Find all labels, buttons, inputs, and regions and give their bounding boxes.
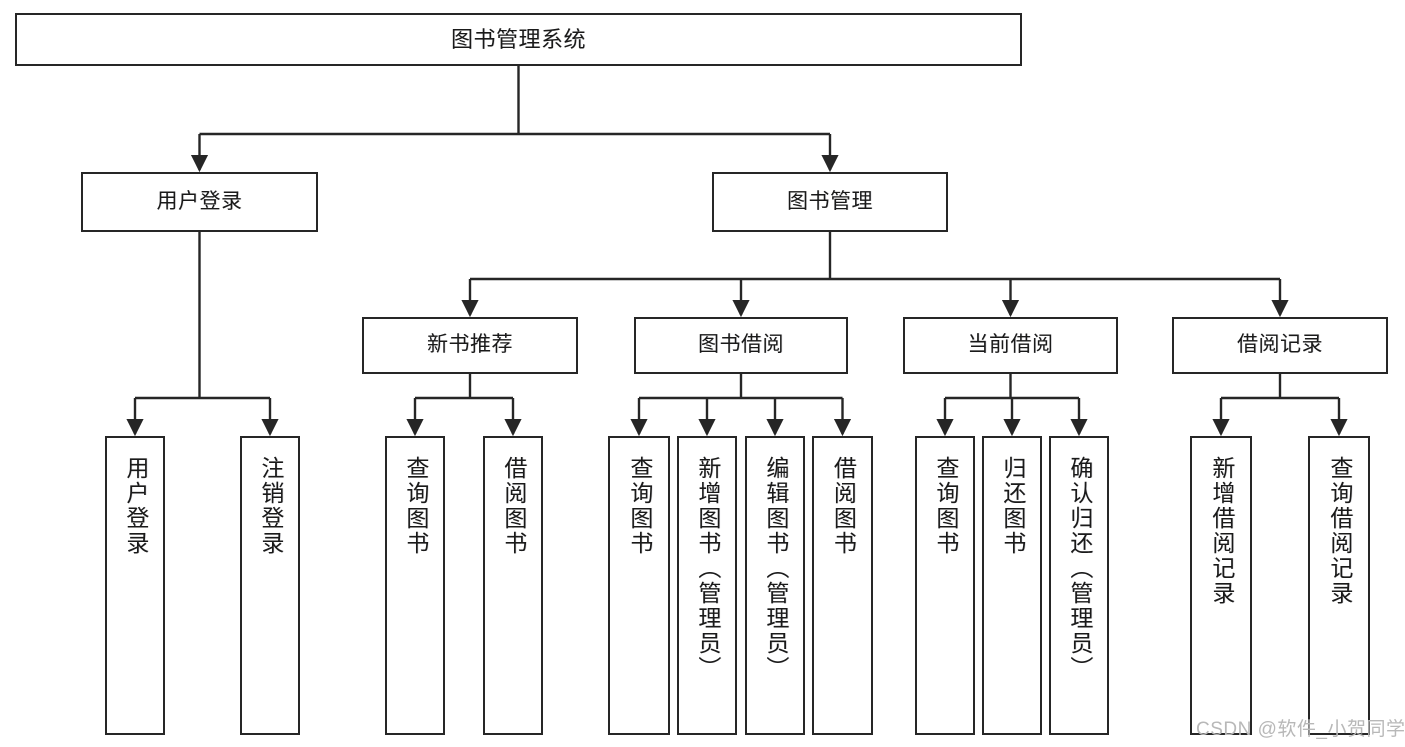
node-borrow-record[interactable]: 借阅记录 xyxy=(1172,317,1388,374)
watermark-text: CSDN @软件_小贺同学 xyxy=(1196,719,1405,740)
node-label: 查询借阅记录 xyxy=(1326,456,1353,606)
node-leaf-13[interactable]: 查询借阅记录 xyxy=(1308,436,1370,735)
node-label: 借阅图书 xyxy=(500,456,527,556)
node-label: 查询图书 xyxy=(932,456,959,556)
node-new-book-rec[interactable]: 新书推荐 xyxy=(362,317,578,374)
node-label: 归还图书 xyxy=(999,456,1026,556)
node-label: 图书借阅 xyxy=(698,333,784,357)
node-label: 编辑图书（管理员） xyxy=(762,456,789,681)
node-book-manage[interactable]: 图书管理 xyxy=(712,172,948,232)
node-leaf-1[interactable]: 用户登录 xyxy=(105,436,165,735)
node-leaf-3[interactable]: 查询图书 xyxy=(385,436,445,735)
node-label: 新书推荐 xyxy=(427,333,513,357)
node-leaf-6[interactable]: 新增图书（管理员） xyxy=(677,436,737,735)
node-label: 新增图书（管理员） xyxy=(694,456,721,681)
node-leaf-7[interactable]: 编辑图书（管理员） xyxy=(745,436,805,735)
node-label: 确认归还（管理员） xyxy=(1066,456,1093,681)
node-label: 新增借阅记录 xyxy=(1208,456,1235,606)
node-leaf-12[interactable]: 新增借阅记录 xyxy=(1190,436,1252,735)
node-label: 查询图书 xyxy=(626,456,653,556)
node-label: 查询图书 xyxy=(402,456,429,556)
node-label: 当前借阅 xyxy=(967,333,1054,357)
node-label: 用户登录 xyxy=(156,189,243,213)
node-leaf-11[interactable]: 确认归还（管理员） xyxy=(1049,436,1109,735)
node-label: 用户登录 xyxy=(122,456,149,556)
node-leaf-9[interactable]: 查询图书 xyxy=(915,436,975,735)
node-label: 注销登录 xyxy=(257,456,284,556)
node-leaf-2[interactable]: 注销登录 xyxy=(240,436,300,735)
node-root[interactable]: 图书管理系统 xyxy=(15,13,1022,66)
node-user-login[interactable]: 用户登录 xyxy=(81,172,318,232)
node-label: 借阅记录 xyxy=(1237,333,1323,357)
node-label: 图书管理 xyxy=(787,189,873,213)
node-label: 图书管理系统 xyxy=(450,26,586,52)
node-book-borrow[interactable]: 图书借阅 xyxy=(634,317,848,374)
node-leaf-10[interactable]: 归还图书 xyxy=(982,436,1042,735)
node-current-borrow[interactable]: 当前借阅 xyxy=(903,317,1118,374)
node-leaf-5[interactable]: 查询图书 xyxy=(608,436,670,735)
node-leaf-8[interactable]: 借阅图书 xyxy=(812,436,873,735)
node-label: 借阅图书 xyxy=(830,456,857,556)
node-leaf-4[interactable]: 借阅图书 xyxy=(483,436,543,735)
